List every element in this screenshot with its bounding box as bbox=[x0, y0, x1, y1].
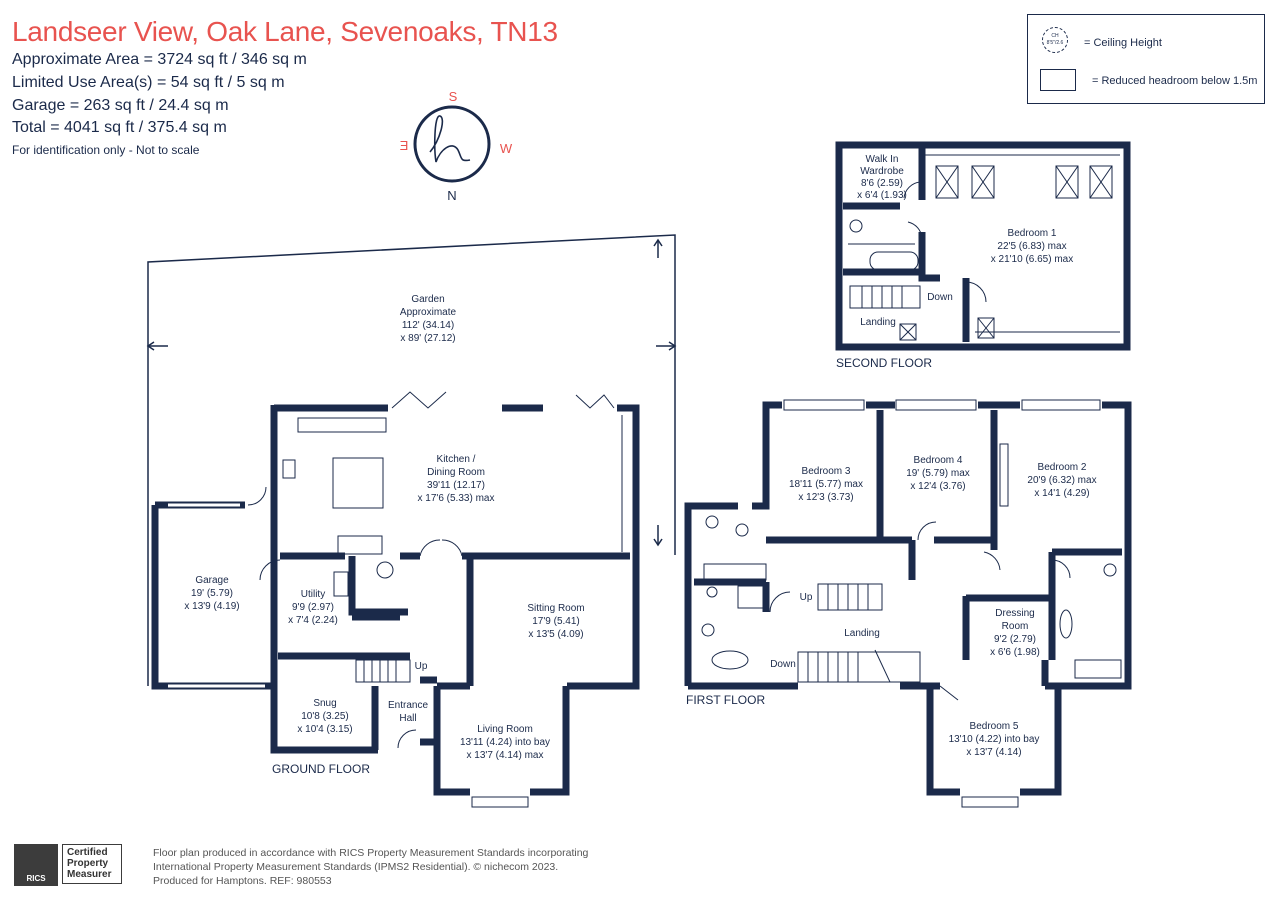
ground-floor-label: GROUND FLOOR bbox=[272, 762, 370, 776]
bedroom3-label-1: 18'11 (5.77) max bbox=[789, 479, 863, 490]
first-floor-walls bbox=[684, 401, 1132, 796]
garden-label-3: x 89' (27.12) bbox=[400, 333, 455, 344]
footer-line-1: Floor plan produced in accordance with R… bbox=[153, 847, 589, 859]
utility-label-1: 9'9 (2.97) bbox=[292, 602, 334, 613]
living-label-0: Living Room bbox=[477, 724, 533, 735]
walkin-label-3: x 6'4 (1.93) bbox=[857, 190, 907, 201]
kitchen-label-3: x 17'6 (5.33) max bbox=[418, 493, 495, 504]
rics-logo: RICS Certified Property Measurer bbox=[14, 844, 122, 886]
garage-area: Garage = 263 sq ft / 24.4 sq m bbox=[12, 97, 229, 114]
dressing-label-3: x 6'6 (1.98) bbox=[990, 647, 1040, 658]
bedroom3-label-2: x 12'3 (3.73) bbox=[798, 492, 853, 503]
up-ground-label: Up bbox=[415, 661, 428, 672]
garden-label-2: 112' (34.14) bbox=[402, 320, 454, 331]
sitting-label-1: 17'9 (5.41) bbox=[532, 616, 580, 627]
garden-label-1: Approximate bbox=[400, 307, 457, 318]
compass-e: E bbox=[399, 138, 408, 153]
limited-use-area: Limited Use Area(s) = 54 sq ft / 5 sq m bbox=[12, 74, 285, 91]
bedroom1-label-0: Bedroom 1 bbox=[1008, 228, 1057, 239]
page-title: Landseer View, Oak Lane, Sevenoaks, TN13 bbox=[12, 16, 558, 47]
legend-reduced-headroom: = Reduced headroom below 1.5m bbox=[1092, 75, 1258, 87]
garden-outline bbox=[146, 234, 677, 686]
snug-label-2: x 10'4 (3.15) bbox=[297, 724, 352, 735]
compass-n: N bbox=[447, 188, 456, 203]
ground-labels: Garden Approximate 112' (34.14) x 89' (2… bbox=[184, 294, 584, 776]
utility-label-0: Utility bbox=[301, 589, 325, 600]
down-first-label: Down bbox=[770, 659, 796, 670]
disclaimer-note: For identification only - Not to scale bbox=[12, 143, 200, 157]
footer-line-2: International Property Measurement Stand… bbox=[153, 861, 559, 873]
reduced-headroom-icon bbox=[1040, 69, 1076, 91]
walkin-label-2: 8'6 (2.59) bbox=[861, 178, 903, 189]
entrance-label-1: Hall bbox=[399, 713, 416, 724]
walkin-label-1: Wardrobe bbox=[860, 166, 904, 177]
bedroom2-label-1: 20'9 (6.32) max bbox=[1027, 475, 1096, 486]
bedroom1-label-1: 22'5 (6.83) max bbox=[997, 241, 1066, 252]
bedroom1-label-2: x 21'10 (6.65) max bbox=[991, 254, 1074, 265]
first-floor-label: FIRST FLOOR bbox=[686, 693, 765, 707]
dressing-label-0: Dressing bbox=[995, 608, 1034, 619]
compass-icon: S N E W bbox=[399, 89, 513, 203]
footer-line-3: Produced for Hamptons. REF: 980553 bbox=[153, 875, 332, 887]
down-second-label: Down bbox=[927, 292, 953, 303]
bedroom5-label-0: Bedroom 5 bbox=[970, 721, 1019, 732]
bedroom4-label-1: 19' (5.79) max bbox=[906, 468, 970, 479]
up-first-label: Up bbox=[800, 592, 813, 603]
first-labels: Bedroom 3 18'11 (5.77) max x 12'3 (3.73)… bbox=[686, 455, 1097, 758]
compass-w: W bbox=[500, 141, 513, 156]
approx-area: Approximate Area = 3724 sq ft / 346 sq m bbox=[12, 51, 307, 68]
garage-label-1: 19' (5.79) bbox=[191, 588, 233, 599]
rics-badge-text: RICS bbox=[26, 874, 46, 883]
cert-line-0: Certified bbox=[67, 847, 108, 858]
kitchen-label-2: 39'11 (12.17) bbox=[427, 480, 485, 491]
landing1-label: Landing bbox=[844, 628, 880, 639]
snug-label-1: 10'8 (3.25) bbox=[301, 711, 349, 722]
garage-label-2: x 13'9 (4.19) bbox=[184, 601, 239, 612]
bedroom4-label-0: Bedroom 4 bbox=[914, 455, 963, 466]
utility-label-2: x 7'4 (2.24) bbox=[288, 615, 338, 626]
snug-label-0: Snug bbox=[313, 698, 336, 709]
living-label-1: 13'11 (4.24) into bay bbox=[460, 737, 550, 748]
legend-ceiling-height: = Ceiling Height bbox=[1084, 37, 1162, 49]
landing2-label: Landing bbox=[860, 317, 896, 328]
garden-label-0: Garden bbox=[411, 294, 444, 305]
second-floor-walls bbox=[835, 141, 1131, 351]
second-floor-label: SECOND FLOOR bbox=[836, 356, 932, 370]
bedroom3-label-0: Bedroom 3 bbox=[802, 466, 851, 477]
compass-s: S bbox=[449, 89, 458, 104]
bedroom4-label-2: x 12'4 (3.76) bbox=[910, 481, 965, 492]
sitting-label-2: x 13'5 (4.09) bbox=[528, 629, 583, 640]
garage-label-0: Garage bbox=[195, 575, 229, 586]
bedroom5-label-1: 13'10 (4.22) into bay bbox=[949, 734, 1040, 745]
bedroom5-label-2: x 13'7 (4.14) bbox=[966, 747, 1021, 758]
cert-line-2: Measurer bbox=[67, 869, 112, 880]
bedroom2-label-2: x 14'1 (4.29) bbox=[1034, 488, 1089, 499]
dressing-label-2: 9'2 (2.79) bbox=[994, 634, 1036, 645]
cert-line-1: Property bbox=[67, 858, 109, 869]
kitchen-label-0: Kitchen / bbox=[437, 454, 476, 465]
dressing-label-1: Room bbox=[1002, 621, 1029, 632]
bedroom2-label-0: Bedroom 2 bbox=[1038, 462, 1087, 473]
kitchen-label-1: Dining Room bbox=[427, 467, 485, 478]
footer-text: Floor plan produced in accordance with R… bbox=[153, 846, 588, 888]
living-label-2: x 13'7 (4.14) max bbox=[467, 750, 544, 761]
walkin-label-0: Walk In bbox=[866, 154, 899, 165]
total-area: Total = 4041 sq ft / 375.4 sq m bbox=[12, 119, 227, 136]
rics-badge-icon: RICS bbox=[14, 844, 58, 886]
sitting-label-0: Sitting Room bbox=[527, 603, 584, 614]
entrance-label-0: Entrance bbox=[388, 700, 428, 711]
second-labels: Walk In Wardrobe 8'6 (2.59) x 6'4 (1.93)… bbox=[836, 154, 1073, 370]
certified-measurer: Certified Property Measurer bbox=[62, 844, 122, 884]
